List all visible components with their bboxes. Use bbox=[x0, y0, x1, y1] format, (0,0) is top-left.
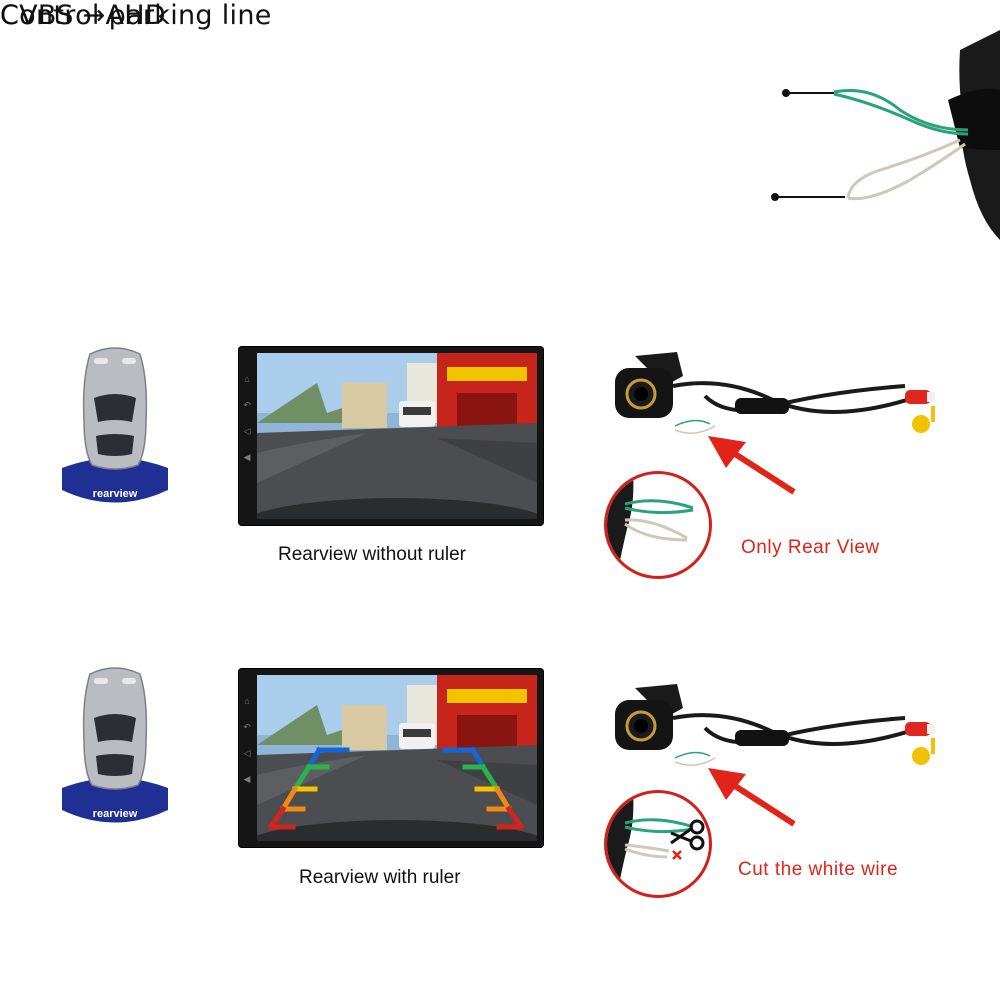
note-only-rear-view: Only Rear View bbox=[741, 537, 880, 558]
home-icon[interactable]: ⌂ bbox=[244, 696, 250, 706]
cvbs-lead-line bbox=[786, 92, 834, 94]
rearview-badge: rearview bbox=[60, 340, 170, 520]
control-lead-line bbox=[775, 196, 845, 198]
car-top-view-icon-2 bbox=[62, 667, 168, 823]
volume-up-icon[interactable]: ◀ bbox=[243, 774, 251, 784]
volume-down-icon[interactable]: ◁ bbox=[243, 426, 251, 436]
back-icon[interactable]: ↶ bbox=[243, 400, 251, 410]
rear-camera-view bbox=[257, 353, 537, 519]
rearview-badge-label-2: rearview bbox=[92, 808, 138, 820]
note-cut-white-wire: Cut the white wire bbox=[738, 859, 899, 880]
cvbs-ahd-label: CVBS →AHD bbox=[0, 0, 166, 31]
headunit-side-buttons-2: ⌂ ↶ ◁ ◀ bbox=[241, 688, 253, 792]
headunit-screen-no-ruler: ⌂ ↶ ◁ ◀ bbox=[238, 346, 544, 526]
rear-camera-product bbox=[615, 352, 935, 434]
intact-wires-closeup bbox=[607, 474, 694, 576]
back-icon[interactable]: ↶ bbox=[243, 722, 251, 732]
cut-mark-icon bbox=[672, 850, 682, 860]
wire-zoom-circle-cut bbox=[604, 790, 712, 898]
parking-guide-lines bbox=[267, 746, 525, 831]
rear-camera-view-ruler bbox=[257, 675, 537, 841]
rearview-badge-2: rearview bbox=[60, 660, 170, 840]
volume-down-icon[interactable]: ◁ bbox=[243, 748, 251, 758]
scissors-icon bbox=[670, 819, 705, 851]
camera-wire-closeup bbox=[833, 30, 1000, 240]
caption-rearview-without-ruler: Rearview without ruler bbox=[278, 544, 466, 565]
home-icon[interactable]: ⌂ bbox=[244, 374, 250, 384]
headunit-screen-with-ruler: ⌂ ↶ ◁ ◀ bbox=[238, 668, 544, 848]
red-arrow-icon bbox=[708, 436, 796, 495]
wire-zoom-circle-intact bbox=[604, 471, 712, 579]
caption-rearview-with-ruler: Rearview with ruler bbox=[299, 867, 461, 888]
car-top-view-icon bbox=[62, 347, 168, 503]
headunit-side-buttons: ⌂ ↶ ◁ ◀ bbox=[241, 366, 253, 470]
red-arrow-icon-2 bbox=[708, 768, 796, 827]
control-parking-line-label: Control parking line bbox=[0, 0, 272, 31]
volume-up-icon[interactable]: ◀ bbox=[243, 452, 251, 462]
rearview-badge-label: rearview bbox=[92, 488, 138, 500]
cut-wires-closeup bbox=[607, 793, 705, 895]
rear-camera-product-2 bbox=[615, 684, 935, 766]
